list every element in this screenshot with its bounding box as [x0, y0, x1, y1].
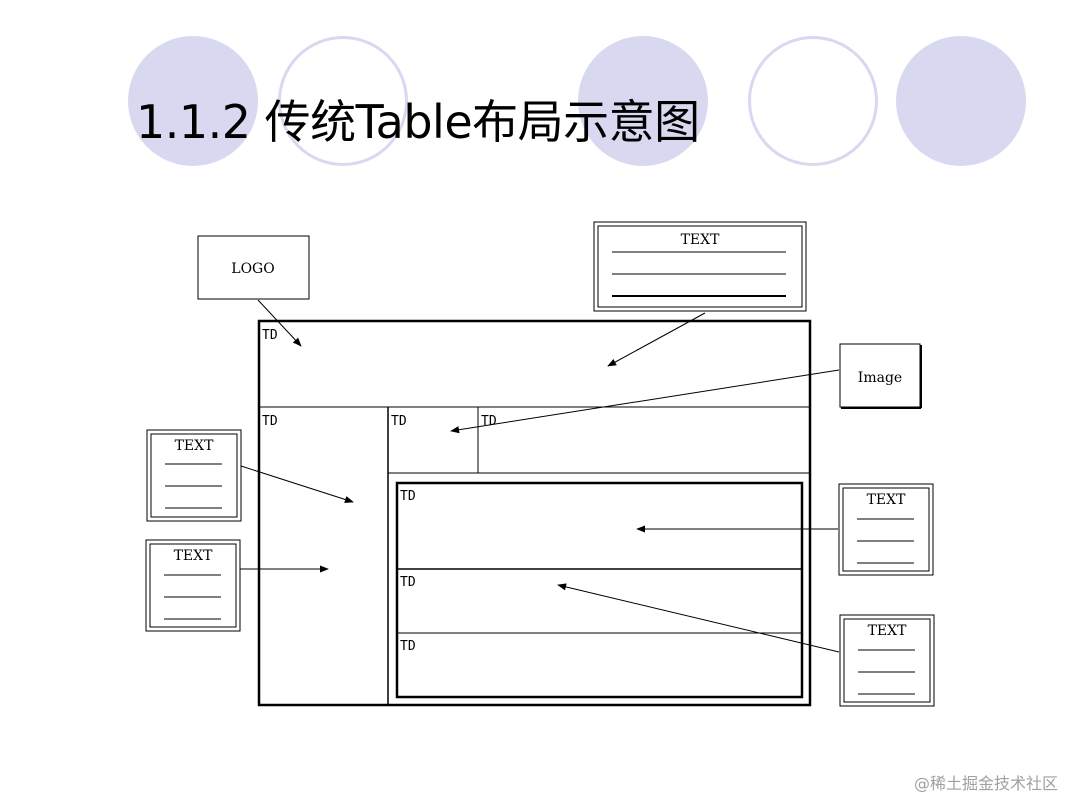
decor-circle-2 — [278, 36, 408, 166]
logo-label: LOGO — [231, 261, 274, 277]
arrow-image-to-nav — [450, 369, 840, 434]
decor-circle-5 — [896, 36, 1026, 166]
text-box-right-1-label: TEXT — [867, 492, 907, 508]
arrow-right-text-2-to-inner — [557, 583, 840, 653]
image-box: Image — [839, 343, 922, 409]
watermark: @稀土掘金技术社区 — [913, 774, 1058, 793]
logo-box: LOGO — [197, 235, 310, 300]
text-box-left-2 — [145, 539, 241, 632]
text-box-top-right-label: TEXT — [681, 232, 721, 248]
decor-circle-4 — [748, 36, 878, 166]
cell-label-inner-1: TD — [400, 489, 416, 504]
text-box-right-2 — [839, 614, 935, 707]
text-box-left-1 — [146, 429, 242, 522]
text-box-top-right — [593, 221, 807, 312]
text-box-left-1-label: TEXT — [175, 438, 215, 454]
image-label: Image — [858, 370, 902, 386]
cell-label-nav-left: TD — [391, 414, 407, 429]
text-box-right-1 — [838, 483, 934, 576]
arrow-logo-to-header — [257, 299, 302, 347]
cell-label-sidebar: TD — [262, 414, 278, 429]
decor-circle-1 — [128, 36, 258, 166]
cell-label-inner-3: TD — [400, 639, 416, 654]
outer-table — [257, 319, 812, 707]
arrow-top-text-to-header — [607, 312, 706, 367]
cell-label-inner-2: TD — [400, 575, 416, 590]
arrow-left-text-1-to-sidebar — [240, 465, 354, 503]
inner-table — [395, 481, 804, 699]
text-box-right-2-label: TEXT — [868, 623, 908, 639]
decor-circle-3 — [578, 36, 708, 166]
cell-label-nav-right: TD — [481, 414, 497, 429]
cell-label-header: TD — [262, 328, 278, 343]
text-box-left-2-label: TEXT — [174, 548, 214, 564]
slide-title: 1.1.2 传统Table布局示意图 — [136, 95, 700, 149]
